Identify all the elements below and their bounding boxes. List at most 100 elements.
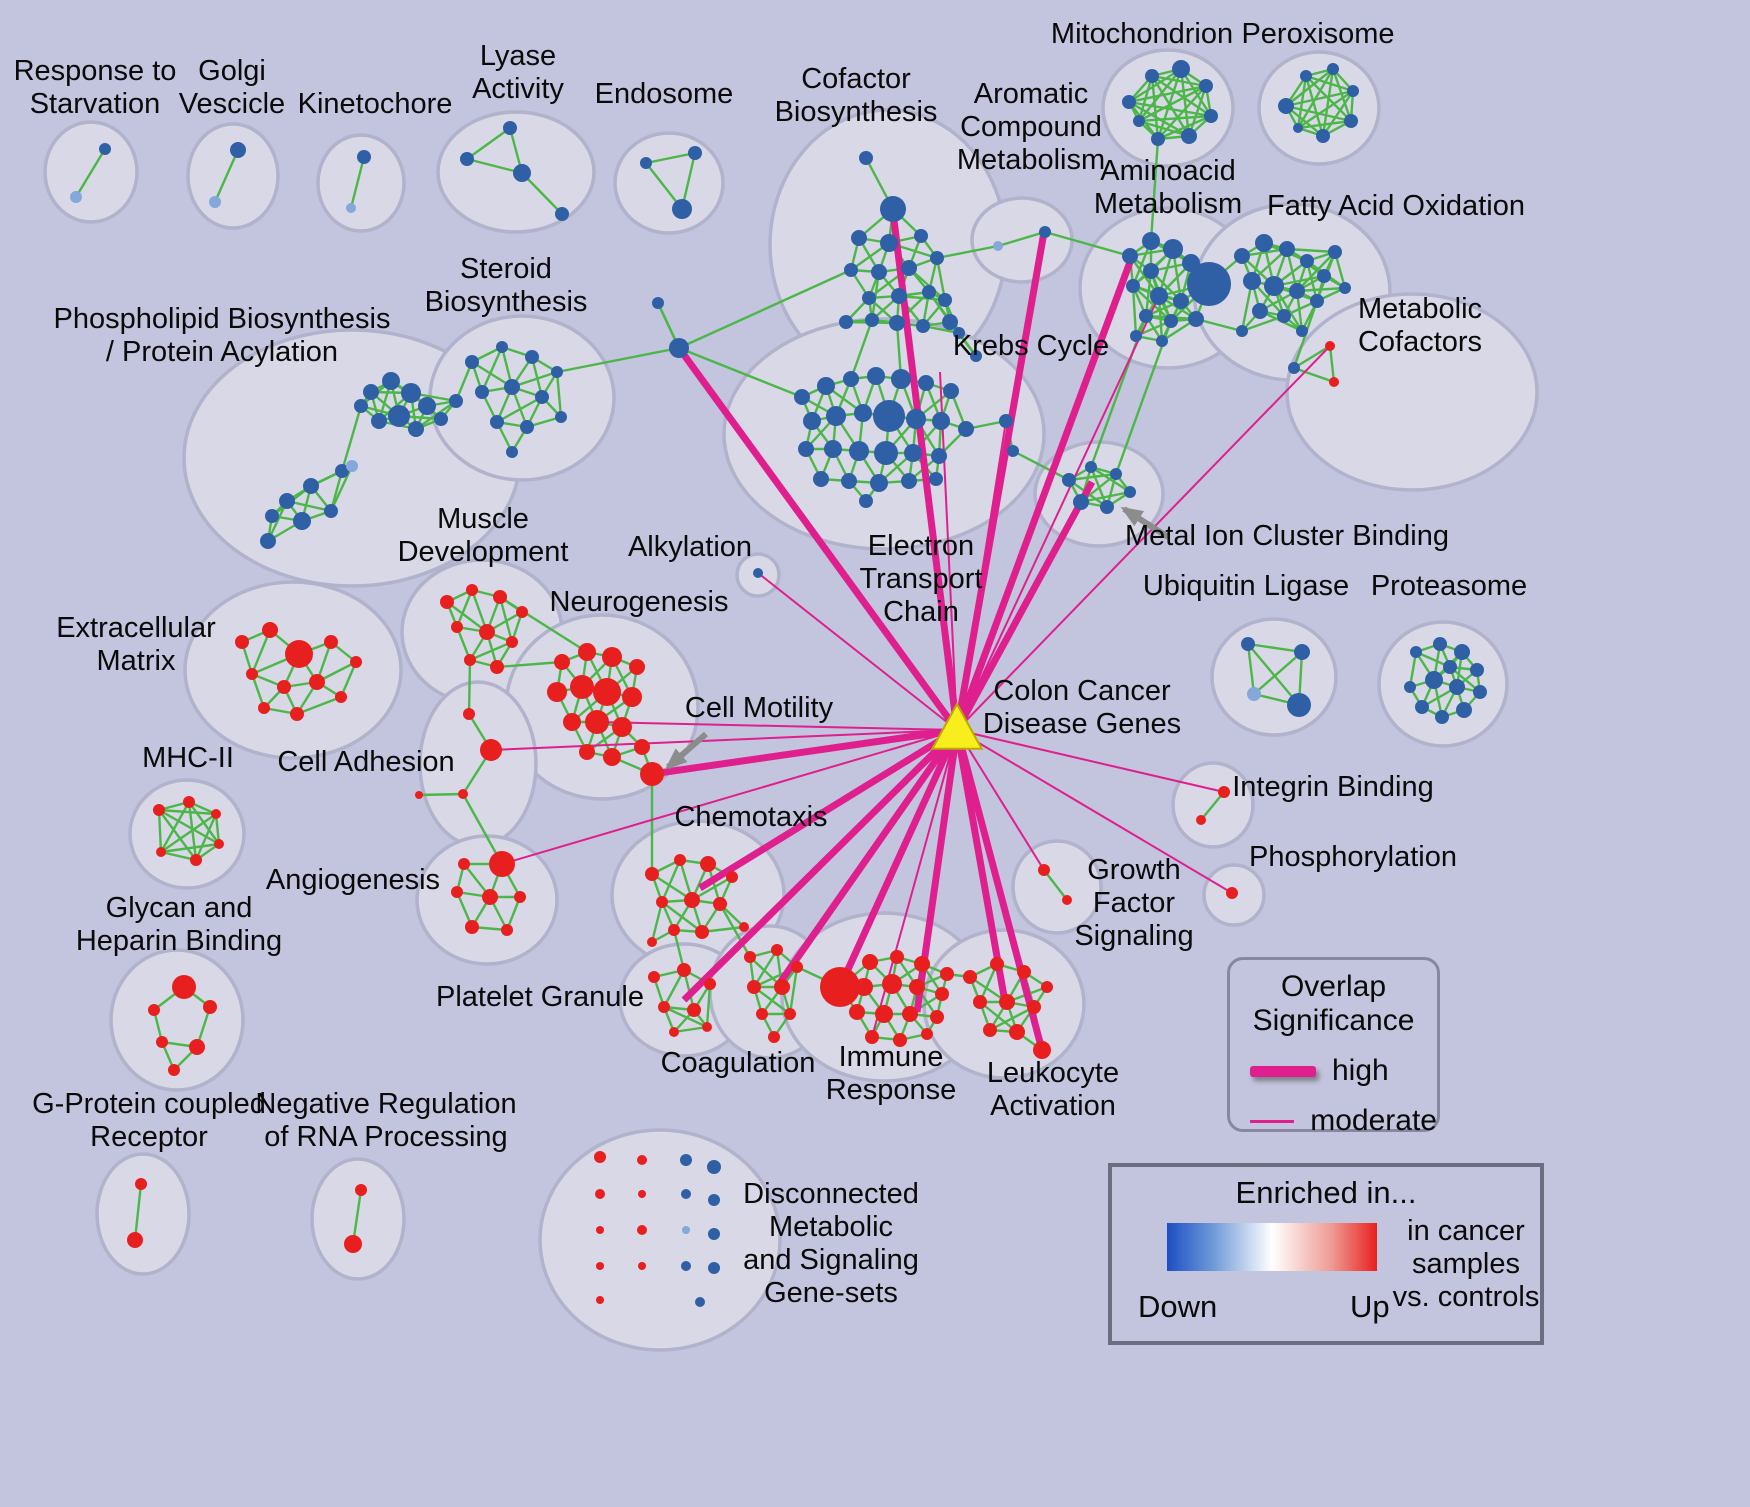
green-edge xyxy=(1296,251,1336,292)
cluster-ellipse-golgi-vescicle xyxy=(186,122,280,230)
gene-set-node xyxy=(551,366,563,378)
gene-set-node xyxy=(344,1235,362,1253)
gene-set-node xyxy=(953,327,965,339)
gene-set-node xyxy=(970,350,982,362)
gene-set-node xyxy=(503,121,517,135)
label-neurogenesis: Neurogenesis xyxy=(550,586,729,618)
gene-set-node xyxy=(1252,303,1268,319)
gene-set-node xyxy=(871,264,887,280)
gene-set-node xyxy=(415,791,423,799)
gene-set-node xyxy=(1327,63,1339,75)
overlap-edge-high xyxy=(681,727,960,1003)
gene-set-node xyxy=(640,157,652,169)
green-edge xyxy=(1328,345,1336,383)
gene-set-node xyxy=(1041,981,1053,993)
gene-set-node xyxy=(854,404,872,422)
green-edge xyxy=(1044,230,1131,258)
green-edge xyxy=(1247,642,1303,654)
green-edge xyxy=(351,1189,363,1245)
green-edge xyxy=(662,969,686,1008)
gene-set-node xyxy=(867,367,885,385)
gene-set-node xyxy=(708,1262,720,1274)
cluster-ellipse-endosome xyxy=(613,131,725,235)
green-edge xyxy=(1151,75,1212,117)
label-phosphorylation: Phosphorylation xyxy=(1249,841,1457,873)
gene-set-node xyxy=(1122,95,1136,109)
green-edge xyxy=(1286,247,1336,254)
gene-set-node xyxy=(1199,79,1213,93)
cluster-ellipse-g-protein-coupled-receptor xyxy=(95,1152,191,1276)
gene-set-node xyxy=(279,493,295,509)
gene-set-node xyxy=(622,687,642,707)
gene-set-node xyxy=(774,979,790,995)
green-edge xyxy=(158,808,220,846)
green-edge xyxy=(936,244,999,260)
gene-set-node xyxy=(1234,248,1250,264)
gene-set-node xyxy=(493,590,507,604)
label-fatty-acid-oxidation: Fatty Acid Oxidation xyxy=(1267,190,1525,222)
gene-set-node xyxy=(230,142,246,158)
gene-set-node xyxy=(1449,679,1465,695)
green-edge xyxy=(673,1025,708,1034)
gene-set-node xyxy=(1007,445,1019,457)
green-edge xyxy=(158,808,217,816)
gene-set-node xyxy=(1133,115,1145,127)
gene-set-node xyxy=(189,1039,205,1055)
overlap-edge-moderate xyxy=(956,729,1045,871)
label-mitochondrion: Mitochondrion xyxy=(1051,18,1233,50)
gene-set-node xyxy=(1151,132,1165,146)
colon-cancer-hub-triangle xyxy=(930,701,984,750)
overlap-edge-moderate xyxy=(956,729,1225,793)
gene-set-node xyxy=(658,1001,670,1013)
gene-set-node xyxy=(418,397,436,415)
green-edge xyxy=(1296,68,1335,129)
gene-set-node xyxy=(813,471,829,487)
label-angiogenesis: Angiogenesis xyxy=(266,864,440,896)
gene-set-node xyxy=(1325,341,1335,351)
gene-set-node xyxy=(681,1261,691,1271)
gene-set-node xyxy=(922,285,936,299)
gene-set-node xyxy=(172,975,196,999)
cluster-ellipse-disconnected-gene-sets xyxy=(538,1128,782,1352)
gene-set-node xyxy=(490,415,504,429)
gene-set-node xyxy=(726,871,738,883)
gene-set-node xyxy=(371,413,387,429)
gene-set-node xyxy=(1410,646,1422,658)
enrichment-note-line3: vs. controls xyxy=(1392,1281,1540,1313)
gene-set-node xyxy=(554,654,570,670)
down-label: Down xyxy=(1138,1289,1218,1324)
gene-set-node xyxy=(862,954,878,970)
gene-set-node xyxy=(1150,287,1168,305)
gene-set-node xyxy=(695,925,709,939)
green-edge xyxy=(194,813,218,861)
legend-overlap-title-line1: Overlap xyxy=(1280,970,1387,1003)
green-edge xyxy=(214,813,221,845)
green-edge xyxy=(296,695,342,716)
gene-set-node xyxy=(1204,109,1218,123)
gene-set-node xyxy=(906,409,926,429)
gene-set-node xyxy=(465,355,479,369)
gene-set-node xyxy=(1300,70,1312,82)
green-edge xyxy=(160,842,220,854)
gene-set-node xyxy=(595,1189,605,1199)
gene-set-node xyxy=(862,291,876,305)
green-edge xyxy=(496,660,563,669)
label-platelet-granule: Platelet Granule xyxy=(436,981,644,1013)
label-ubiquitin-ligase: Ubiquitin Ligase xyxy=(1143,570,1349,602)
overlap-edge-high xyxy=(953,729,1046,1051)
gene-set-node xyxy=(973,995,987,1009)
gene-set-node xyxy=(408,421,424,437)
gene-set-node xyxy=(932,412,950,430)
overlap-edge-high xyxy=(953,231,1048,731)
gene-set-node xyxy=(460,152,474,166)
green-edge xyxy=(1297,90,1354,129)
gene-set-node xyxy=(930,1010,944,1024)
green-edge xyxy=(213,149,240,203)
green-edge xyxy=(1138,119,1190,138)
gene-set-node xyxy=(555,207,569,221)
green-edge xyxy=(455,589,474,628)
